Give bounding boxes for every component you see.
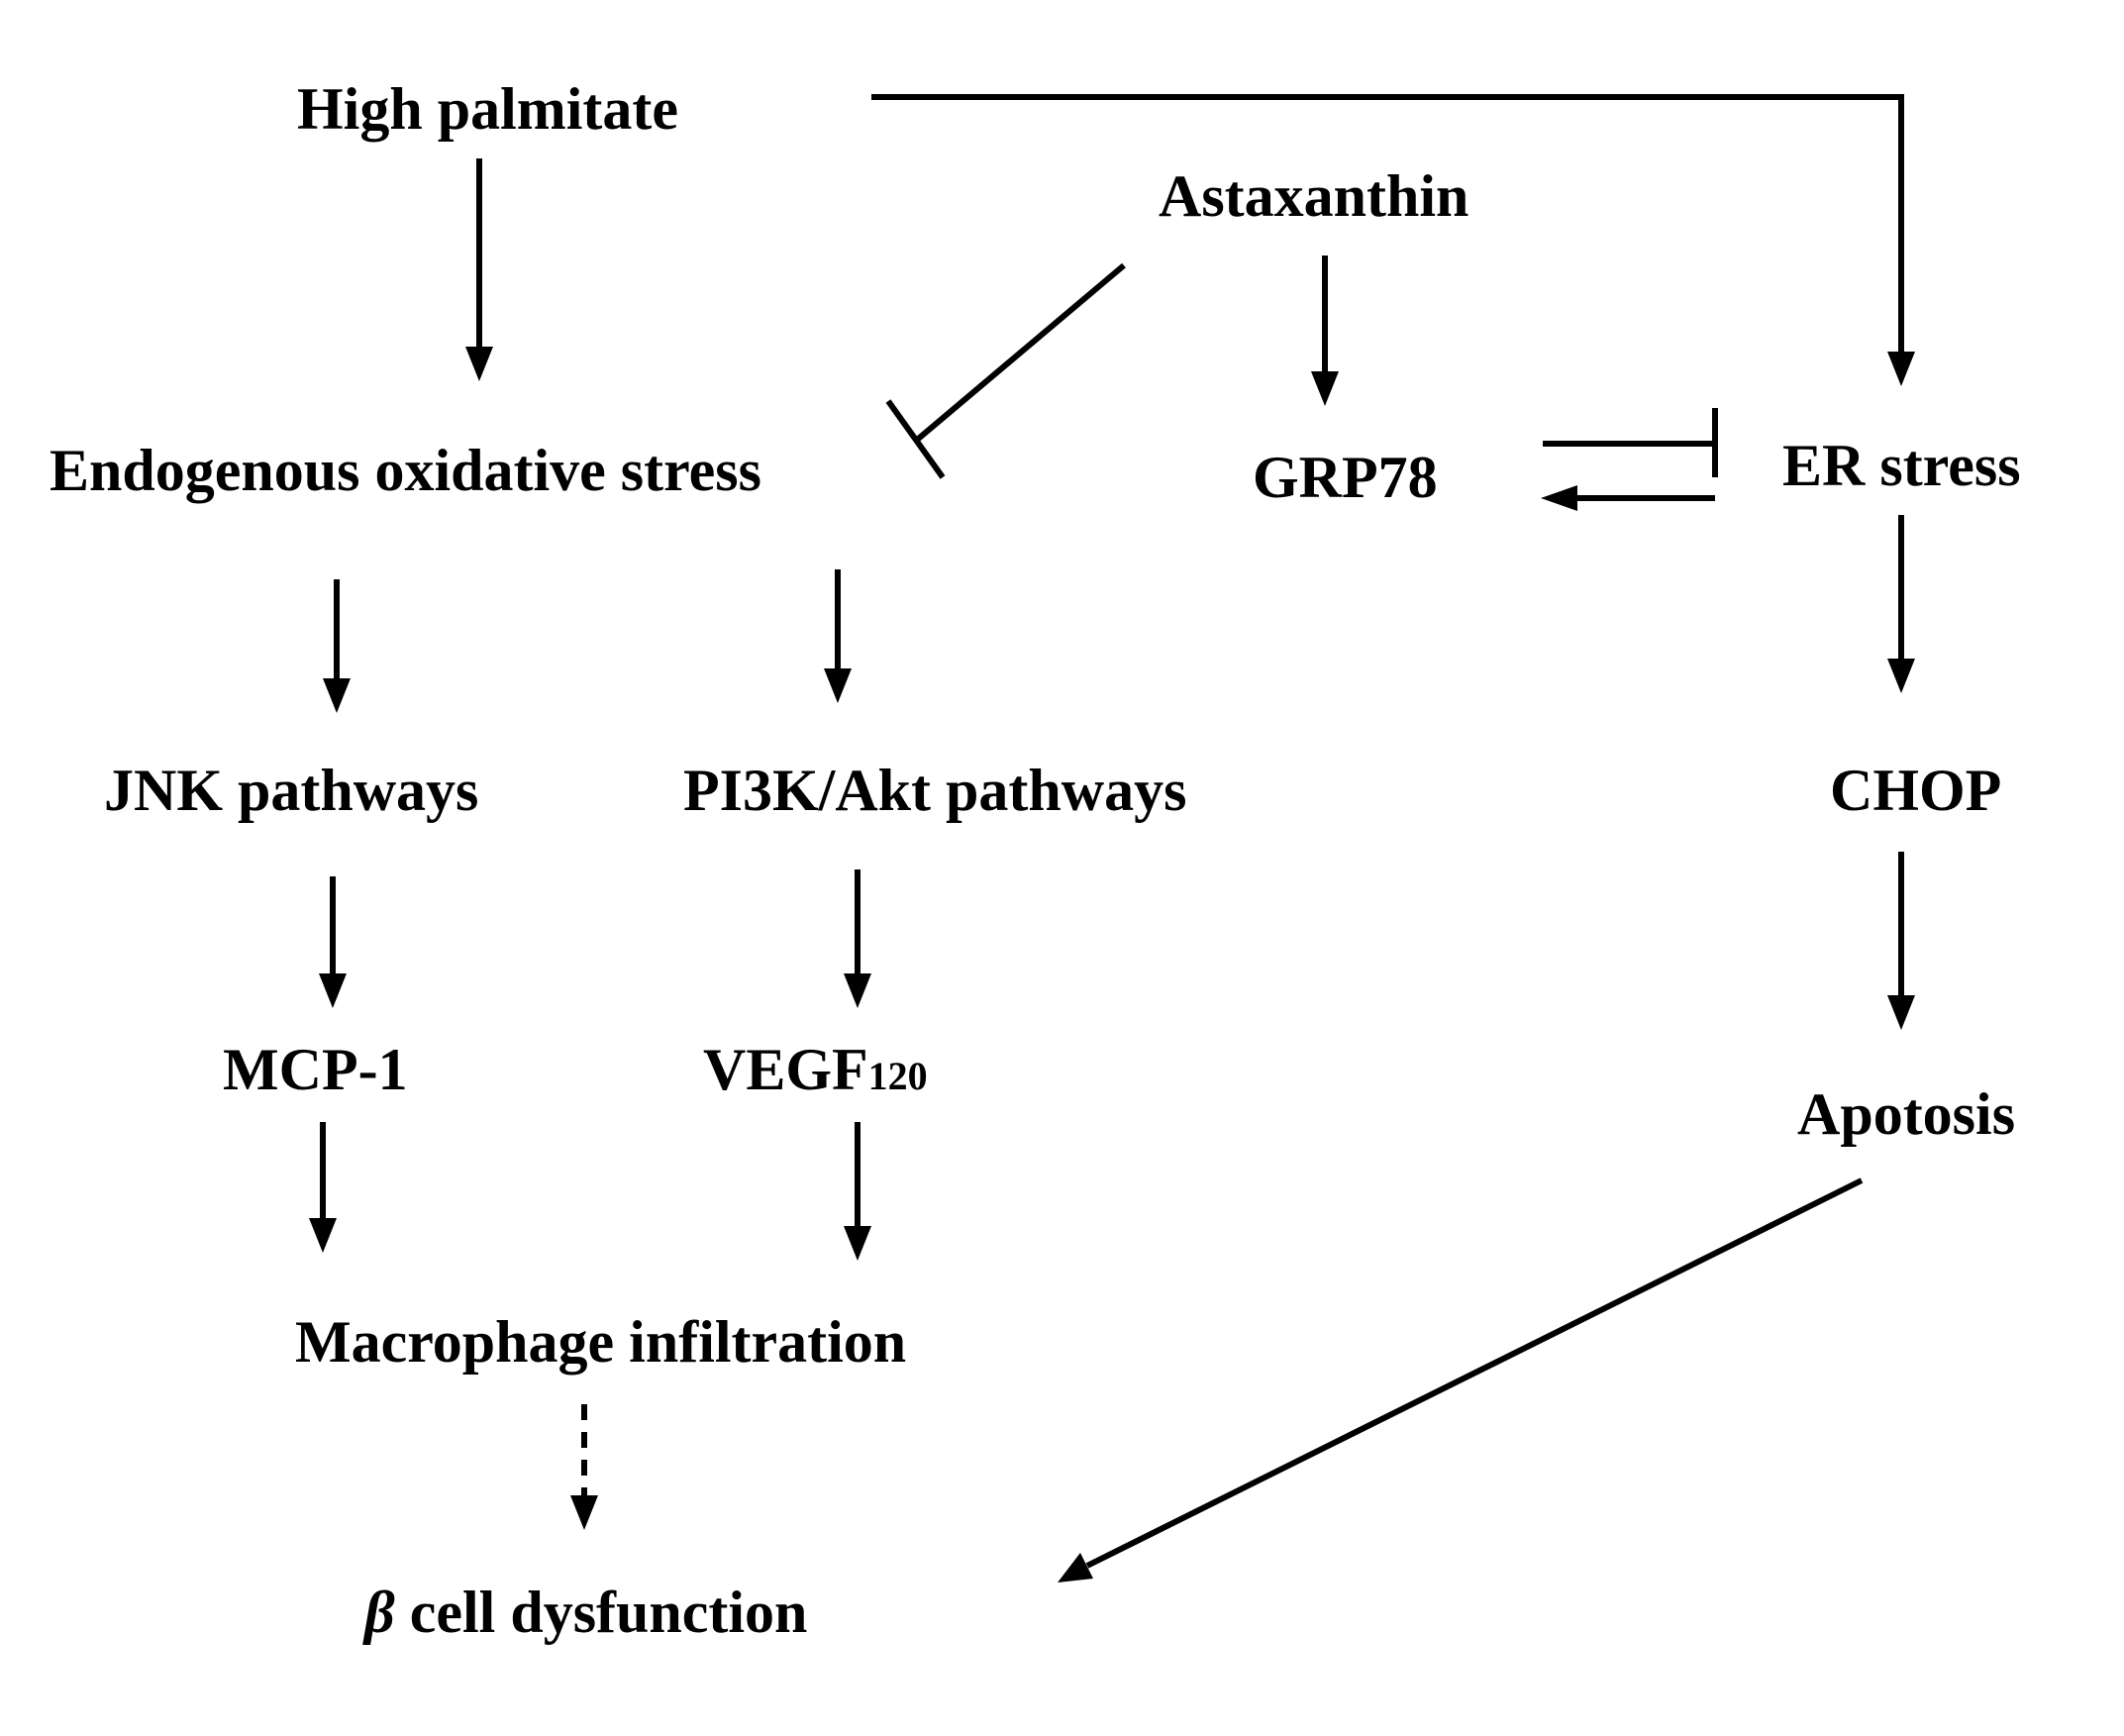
- beta-cell-text: cell dysfunction: [395, 1580, 808, 1645]
- inhibit-bar-oxidative-stress: [885, 399, 946, 479]
- node-mcp1: MCP-1: [223, 1037, 408, 1102]
- node-astaxanthin: Astaxanthin: [1159, 163, 1468, 229]
- vegf-main-text: VEGF: [703, 1037, 868, 1102]
- node-grp78: GRP78: [1253, 445, 1438, 510]
- arrowhead-jnk-to-mcp1: [319, 973, 347, 1008]
- arrowhead-mcp1-to-macrophage: [309, 1218, 337, 1253]
- arrowhead-chop-to-apoptosis: [1887, 995, 1915, 1030]
- arrowhead-oxidative-to-jnk: [323, 678, 351, 713]
- node-chop: CHOP: [1830, 758, 2001, 823]
- arrowhead-palmitate-to-oxidative-stress: [465, 347, 493, 381]
- arrowhead-apoptosis-to-beta-cell: [1058, 1553, 1093, 1583]
- vegf-subscript: 120: [868, 1054, 928, 1098]
- node-oxidative-stress: Endogenous oxidative stress: [50, 438, 761, 503]
- arrowhead-macrophage-to-beta-cell: [570, 1495, 598, 1530]
- arrow-palmitate-to-er-stress: [871, 94, 1904, 352]
- node-apoptosis: Apotosis: [1797, 1081, 2015, 1147]
- node-er-stress: ER stress: [1782, 433, 2021, 498]
- beta-symbol: β: [362, 1580, 395, 1645]
- node-high-palmitate: High palmitate: [297, 76, 678, 142]
- node-vegf120: VEGF120: [703, 1037, 928, 1102]
- node-jnk-pathways: JNK pathways: [104, 758, 478, 823]
- node-pi3k-akt-pathways: PI3K/Akt pathways: [683, 758, 1186, 823]
- node-macrophage-infiltration: Macrophage infiltration: [295, 1309, 906, 1375]
- arrow-apoptosis-to-beta-cell: [1085, 1177, 1864, 1569]
- arrowhead-pi3k-to-vegf: [844, 973, 871, 1008]
- inhibit-astaxanthin-oxidative-stress: [914, 262, 1126, 444]
- arrowhead-er-stress-to-grp78: [1541, 485, 1577, 511]
- node-beta-cell-dysfunction: β cell dysfunction: [362, 1580, 807, 1645]
- arrowhead-oxidative-to-pi3k: [824, 668, 852, 703]
- arrowhead-er-stress-to-chop: [1887, 659, 1915, 693]
- arrowhead-astaxanthin-to-grp78: [1311, 371, 1339, 406]
- arrowhead-vegf-to-macrophage: [844, 1226, 871, 1261]
- arrowhead-palmitate-to-er-stress: [1887, 352, 1915, 386]
